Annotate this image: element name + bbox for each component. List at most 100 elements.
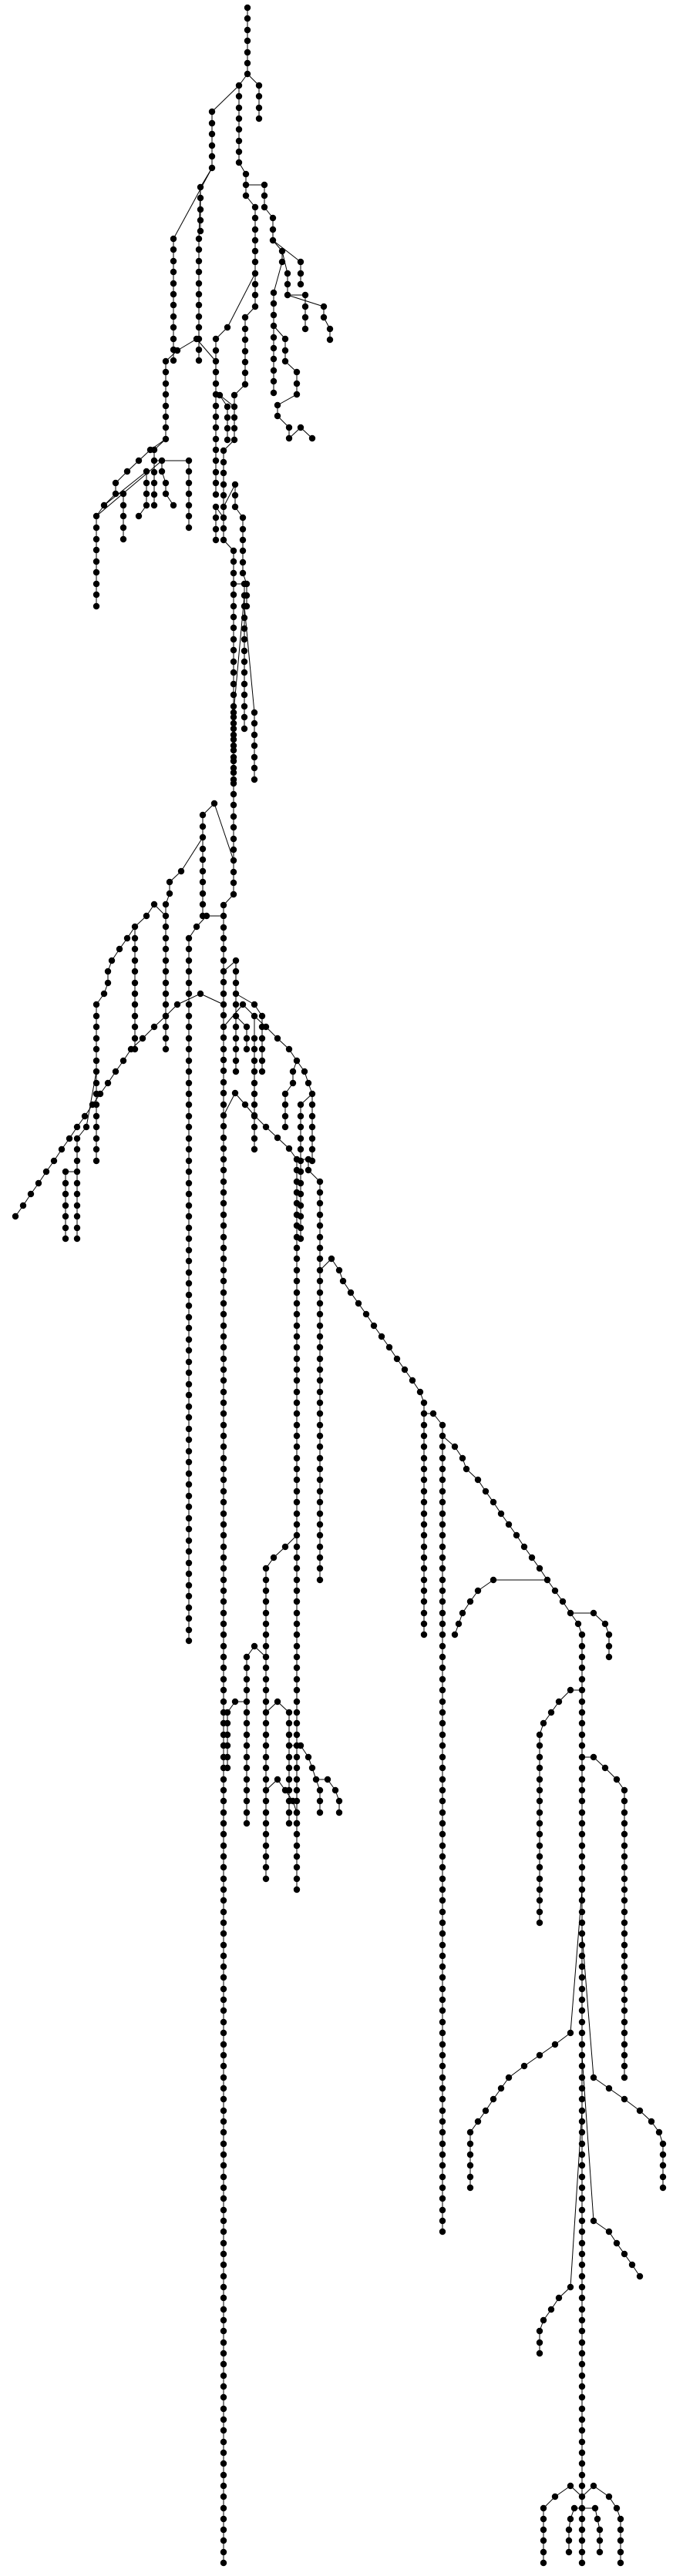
tree-node	[220, 1930, 227, 1937]
tree-node	[197, 227, 204, 235]
tree-node	[262, 1719, 270, 1727]
tree-node	[293, 1686, 301, 1694]
tree-node	[131, 979, 139, 987]
tree-node	[220, 1521, 227, 1528]
tree-node	[243, 1686, 251, 1694]
tree-node	[243, 1786, 251, 1794]
tree-node	[293, 1554, 301, 1561]
tree-node	[251, 1123, 258, 1131]
tree-node	[617, 2559, 624, 2567]
tree-node	[241, 347, 249, 355]
tree-node	[578, 1985, 586, 1993]
tree-node	[251, 270, 259, 277]
tree-node	[293, 1410, 301, 1417]
tree-node	[270, 344, 278, 352]
tree-node	[274, 1698, 281, 1706]
tree-node	[251, 731, 258, 739]
tree-node	[230, 713, 237, 721]
tree-node	[220, 1820, 227, 1827]
tree-node	[439, 2128, 446, 2136]
tree-node	[185, 1548, 193, 1555]
tree-node	[439, 1531, 446, 1539]
tree-node	[605, 2228, 613, 2236]
tree-node	[420, 1531, 428, 1539]
tree-node	[255, 115, 263, 122]
tree-node	[131, 945, 139, 953]
tree-node	[239, 525, 247, 533]
tree-node	[347, 1289, 355, 1296]
tree-node	[230, 613, 237, 621]
tree-node	[439, 1498, 446, 1506]
tree-node	[536, 1820, 543, 1827]
tree-node	[659, 2173, 667, 2181]
tree-node	[262, 1842, 270, 1850]
tree-node	[212, 413, 220, 421]
tree-node	[439, 1863, 446, 1871]
tree-node	[220, 1112, 227, 1119]
tree-node	[439, 1764, 446, 1772]
tree-node	[270, 377, 278, 385]
tree-node	[262, 1631, 270, 1639]
tree-node	[439, 1753, 446, 1761]
tree-node	[220, 1897, 227, 1904]
tree-node	[116, 945, 123, 953]
tree-node	[220, 1543, 227, 1551]
tree-node	[150, 1023, 158, 1031]
tree-node	[230, 691, 237, 699]
tree-node	[297, 280, 304, 288]
tree-node	[567, 2283, 574, 2291]
tree-node	[241, 325, 249, 333]
tree-node	[293, 1454, 301, 1462]
tree-node	[235, 104, 243, 112]
tree-node	[212, 380, 220, 387]
tree-node	[578, 2085, 586, 2092]
tree-node	[536, 1863, 543, 1871]
tree-node	[193, 335, 200, 343]
tree-node	[220, 1045, 227, 1053]
tree-node	[230, 391, 238, 399]
tree-node	[220, 1277, 227, 1285]
tree-node	[293, 380, 301, 387]
tree-node	[439, 1820, 446, 1827]
tree-node	[605, 1653, 613, 1661]
tree-node	[185, 1436, 193, 1444]
tree-node	[636, 2107, 644, 2115]
tree-node	[62, 1168, 69, 1176]
tree-node	[112, 490, 119, 498]
tree-node	[621, 2007, 628, 2014]
tree-node	[590, 1609, 597, 1617]
tree-node	[536, 1565, 543, 1572]
tree-node	[230, 680, 237, 688]
tree-node	[230, 403, 238, 411]
tree-node	[220, 514, 227, 522]
tree-node	[244, 70, 251, 78]
tree-node	[93, 524, 100, 532]
tree-node	[285, 1731, 293, 1739]
tree-node	[320, 314, 328, 321]
tree-node	[316, 1255, 324, 1263]
tree-node	[439, 1742, 446, 1749]
tree-node	[540, 1719, 547, 1727]
tree-node	[224, 1709, 231, 1716]
tree-node	[131, 1035, 139, 1042]
tree-node	[251, 247, 259, 255]
tree-node	[170, 257, 177, 265]
tree-node	[230, 719, 237, 727]
tree-edge	[177, 338, 197, 351]
tree-node	[262, 1675, 270, 1683]
tree-node	[185, 1023, 193, 1031]
tree-node	[220, 1011, 227, 1019]
tree-node	[578, 2195, 586, 2202]
tree-node	[439, 1853, 446, 1860]
tree-node	[621, 1897, 628, 1904]
tree-node	[578, 1753, 586, 1761]
tree-node	[621, 1842, 628, 1850]
tree-node	[170, 268, 177, 276]
tree-node	[439, 1919, 446, 1927]
tree-node	[199, 856, 207, 864]
tree-node	[119, 512, 127, 520]
tree-node	[281, 1543, 289, 1551]
tree-node	[162, 490, 170, 498]
tree-node	[293, 1820, 301, 1827]
